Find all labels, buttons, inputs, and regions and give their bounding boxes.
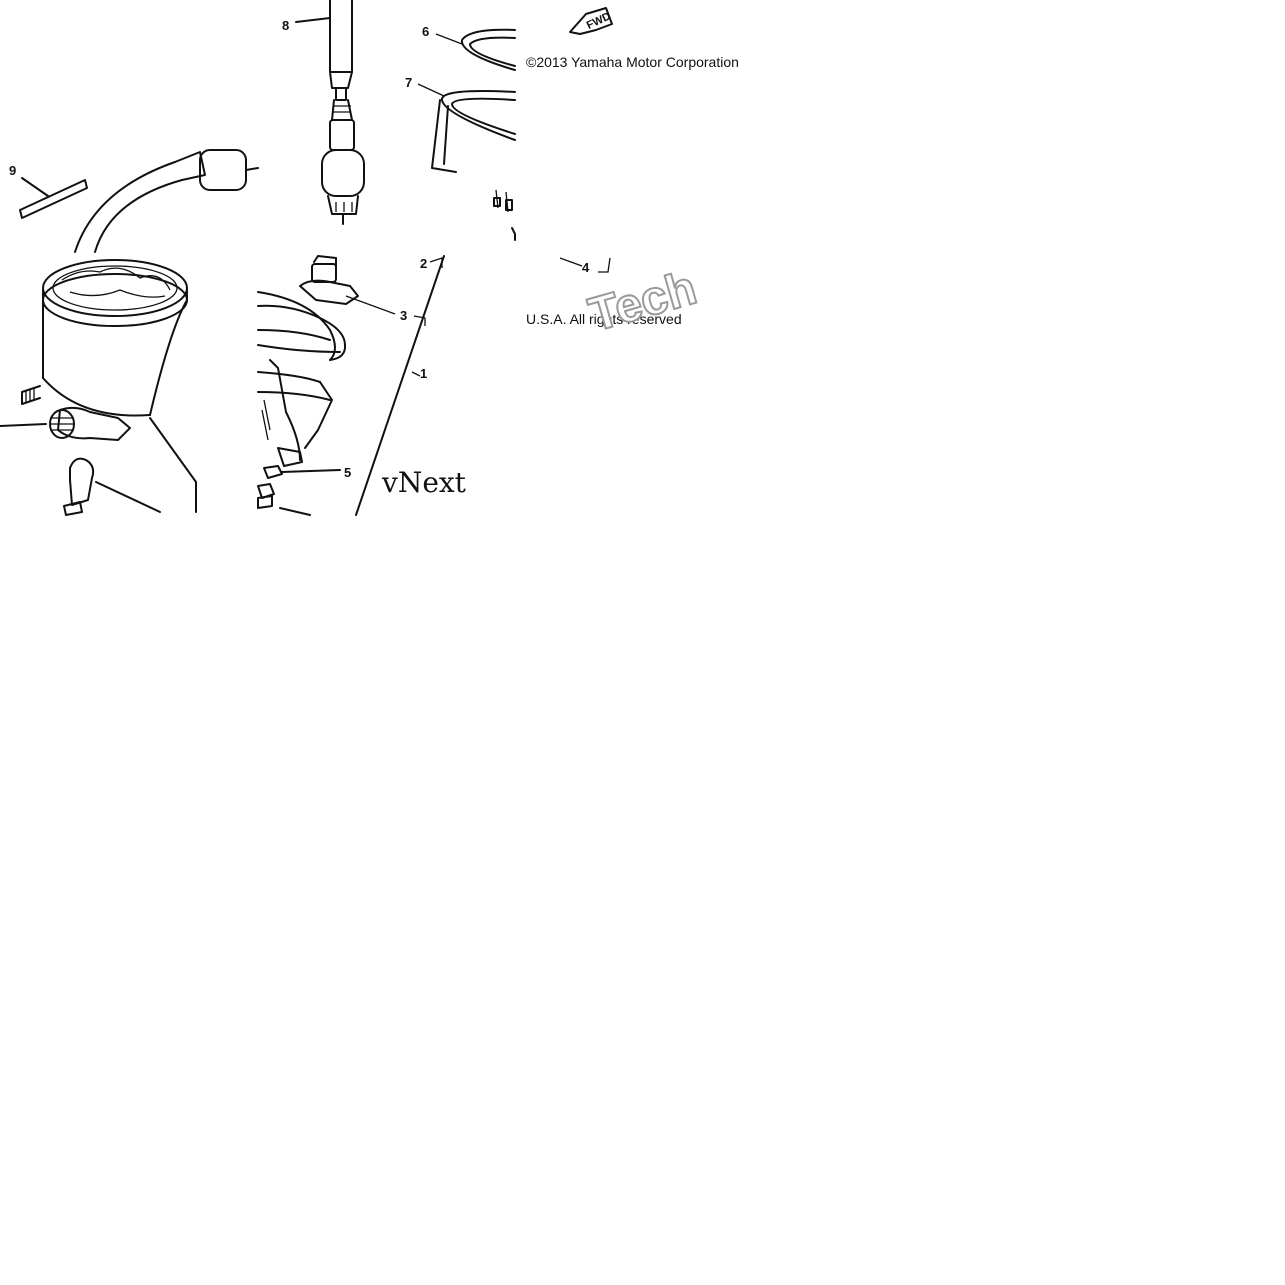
- callout-2: 2: [420, 256, 427, 271]
- part-1-bracket-assembly: [257, 255, 445, 516]
- callout-9: 9: [9, 163, 16, 178]
- callout-5: 5: [344, 465, 351, 480]
- meter-assembly: [0, 149, 259, 516]
- callout-6: 6: [422, 24, 429, 39]
- copyright-line-2: U.S.A. All rights reserved: [526, 311, 682, 327]
- callout-8: 8: [282, 18, 289, 33]
- part-9-strip: [19, 177, 88, 219]
- watermark-tech: Tech: [583, 261, 702, 342]
- callout-3: 3: [400, 308, 407, 323]
- copyright-line-1: ©2013 Yamaha Motor Corporation: [526, 54, 739, 70]
- callout-7: 7: [405, 75, 412, 90]
- part-8-cable: [295, 0, 365, 225]
- callout-4: 4: [582, 260, 590, 275]
- fwd-arrow-icon: [569, 7, 613, 35]
- part-4-leader: [559, 257, 611, 273]
- part-6-7-rings: [417, 28, 516, 241]
- watermark-vnext: vNext: [381, 466, 467, 499]
- callout-1: 1: [420, 366, 427, 381]
